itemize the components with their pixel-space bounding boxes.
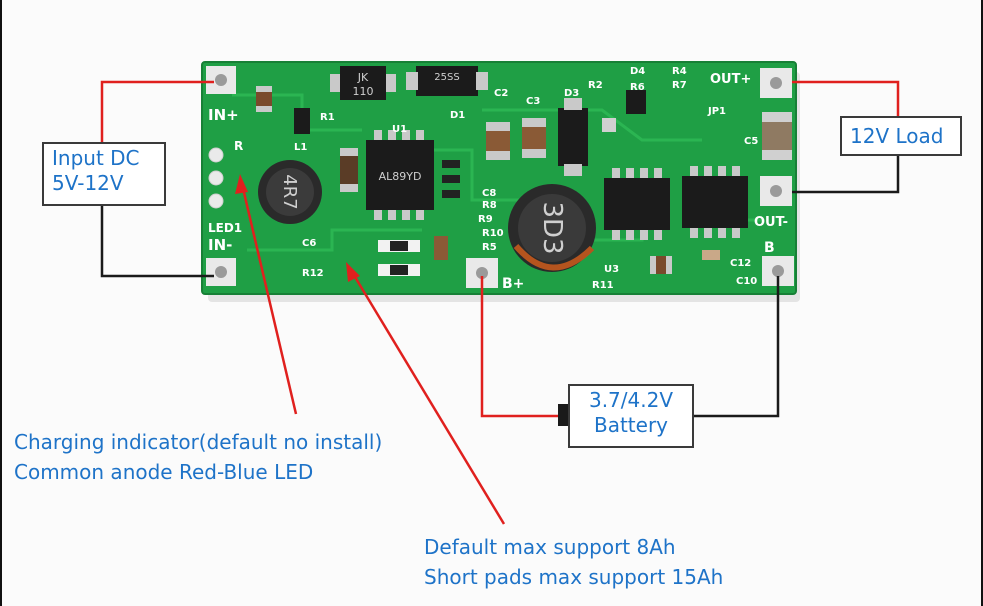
wire-load-negative — [792, 156, 900, 194]
load-label: 12V Load — [850, 124, 944, 148]
svg-text:R4: R4 — [672, 66, 687, 77]
svg-text:JP1: JP1 — [707, 106, 726, 117]
svg-text:OUT+: OUT+ — [710, 72, 751, 87]
svg-text:B: B — [764, 240, 775, 256]
battery-voltage-label: 3.7/4.2V — [588, 388, 674, 412]
ic-u1: AL89YD — [366, 130, 434, 220]
indicator-note-line1: Charging indicator(default no install) — [14, 430, 383, 454]
svg-text:C2: C2 — [494, 88, 508, 99]
arrow-pads — [350, 271, 506, 525]
smd-components — [256, 86, 792, 276]
svg-text:R10: R10 — [482, 228, 504, 239]
arrow-indicator — [240, 183, 298, 415]
svg-text:JK: JK — [357, 71, 369, 84]
svg-text:D3: D3 — [564, 88, 579, 99]
svg-text:110: 110 — [353, 85, 374, 98]
diode-jk: JK 110 — [330, 66, 396, 100]
input-dc-callout: Input DC 5V-12V — [42, 142, 166, 206]
wires — [100, 80, 900, 418]
svg-text:IN+: IN+ — [208, 106, 239, 124]
wire-battery-positive — [480, 276, 562, 418]
battery-callout: 3.7/4.2V Battery — [568, 384, 694, 448]
silkscreen-labels: IN+ IN- LED1 R OUT+ OUT- B+ B R1 U1 D1 C… — [208, 66, 788, 292]
svg-text:AL89YD: AL89YD — [379, 170, 422, 183]
svg-text:D1: D1 — [450, 110, 465, 121]
indicator-note: Charging indicator(default no install) C… — [14, 427, 382, 487]
battery-terminal — [558, 404, 568, 426]
wire-input-positive — [100, 80, 214, 142]
inductor-l2: 3D3 — [508, 184, 596, 272]
svg-text:C3: C3 — [526, 96, 540, 107]
svg-text:D4: D4 — [630, 66, 645, 77]
svg-text:C12: C12 — [730, 258, 751, 269]
svg-text:R6: R6 — [630, 82, 645, 93]
pads — [206, 66, 794, 288]
svg-text:R1: R1 — [320, 112, 335, 123]
svg-text:B+: B+ — [502, 276, 524, 292]
capacity-note-line1: Default max support 8Ah — [424, 535, 676, 559]
svg-text:U1: U1 — [392, 124, 407, 135]
input-voltage-label: 5V-12V — [52, 171, 124, 195]
capacity-note: Default max support 8Ah Short pads max s… — [424, 532, 723, 592]
svg-text:R9: R9 — [478, 214, 493, 225]
input-dc-label: Input DC — [52, 146, 140, 170]
svg-text:R11: R11 — [592, 280, 614, 291]
ic-u2 — [604, 168, 670, 240]
svg-text:C5: C5 — [744, 136, 758, 147]
ic-u3 — [682, 166, 748, 238]
svg-text:L1: L1 — [294, 142, 307, 153]
pointer-arrows — [235, 174, 506, 525]
diode-d1: 25SS — [406, 66, 488, 96]
indicator-note-line2: Common anode Red-Blue LED — [14, 460, 314, 484]
svg-text:LED1: LED1 — [208, 221, 242, 235]
load-callout: 12V Load — [840, 116, 962, 156]
svg-text:R: R — [234, 139, 243, 153]
svg-text:R8: R8 — [482, 200, 497, 211]
inductor-l1: 4R7 — [258, 160, 322, 224]
svg-text:R2: R2 — [588, 80, 603, 91]
svg-text:R5: R5 — [482, 242, 497, 253]
svg-text:U3: U3 — [604, 264, 619, 275]
svg-text:C8: C8 — [482, 188, 496, 199]
svg-text:C6: C6 — [302, 238, 316, 249]
svg-text:C10: C10 — [736, 276, 757, 287]
svg-text:OUT-: OUT- — [754, 215, 788, 230]
wire-load-positive — [792, 80, 900, 116]
svg-text:25SS: 25SS — [434, 72, 459, 83]
wire-input-negative — [100, 206, 214, 278]
wire-battery-negative — [694, 276, 780, 418]
capacity-note-line2: Short pads max support 15Ah — [424, 565, 724, 589]
svg-text:IN-: IN- — [208, 236, 232, 254]
svg-text:R12: R12 — [302, 268, 324, 279]
svg-text:4R7: 4R7 — [279, 174, 300, 209]
svg-text:3D3: 3D3 — [537, 201, 567, 254]
battery-label: Battery — [593, 413, 669, 437]
svg-text:R7: R7 — [672, 80, 687, 91]
